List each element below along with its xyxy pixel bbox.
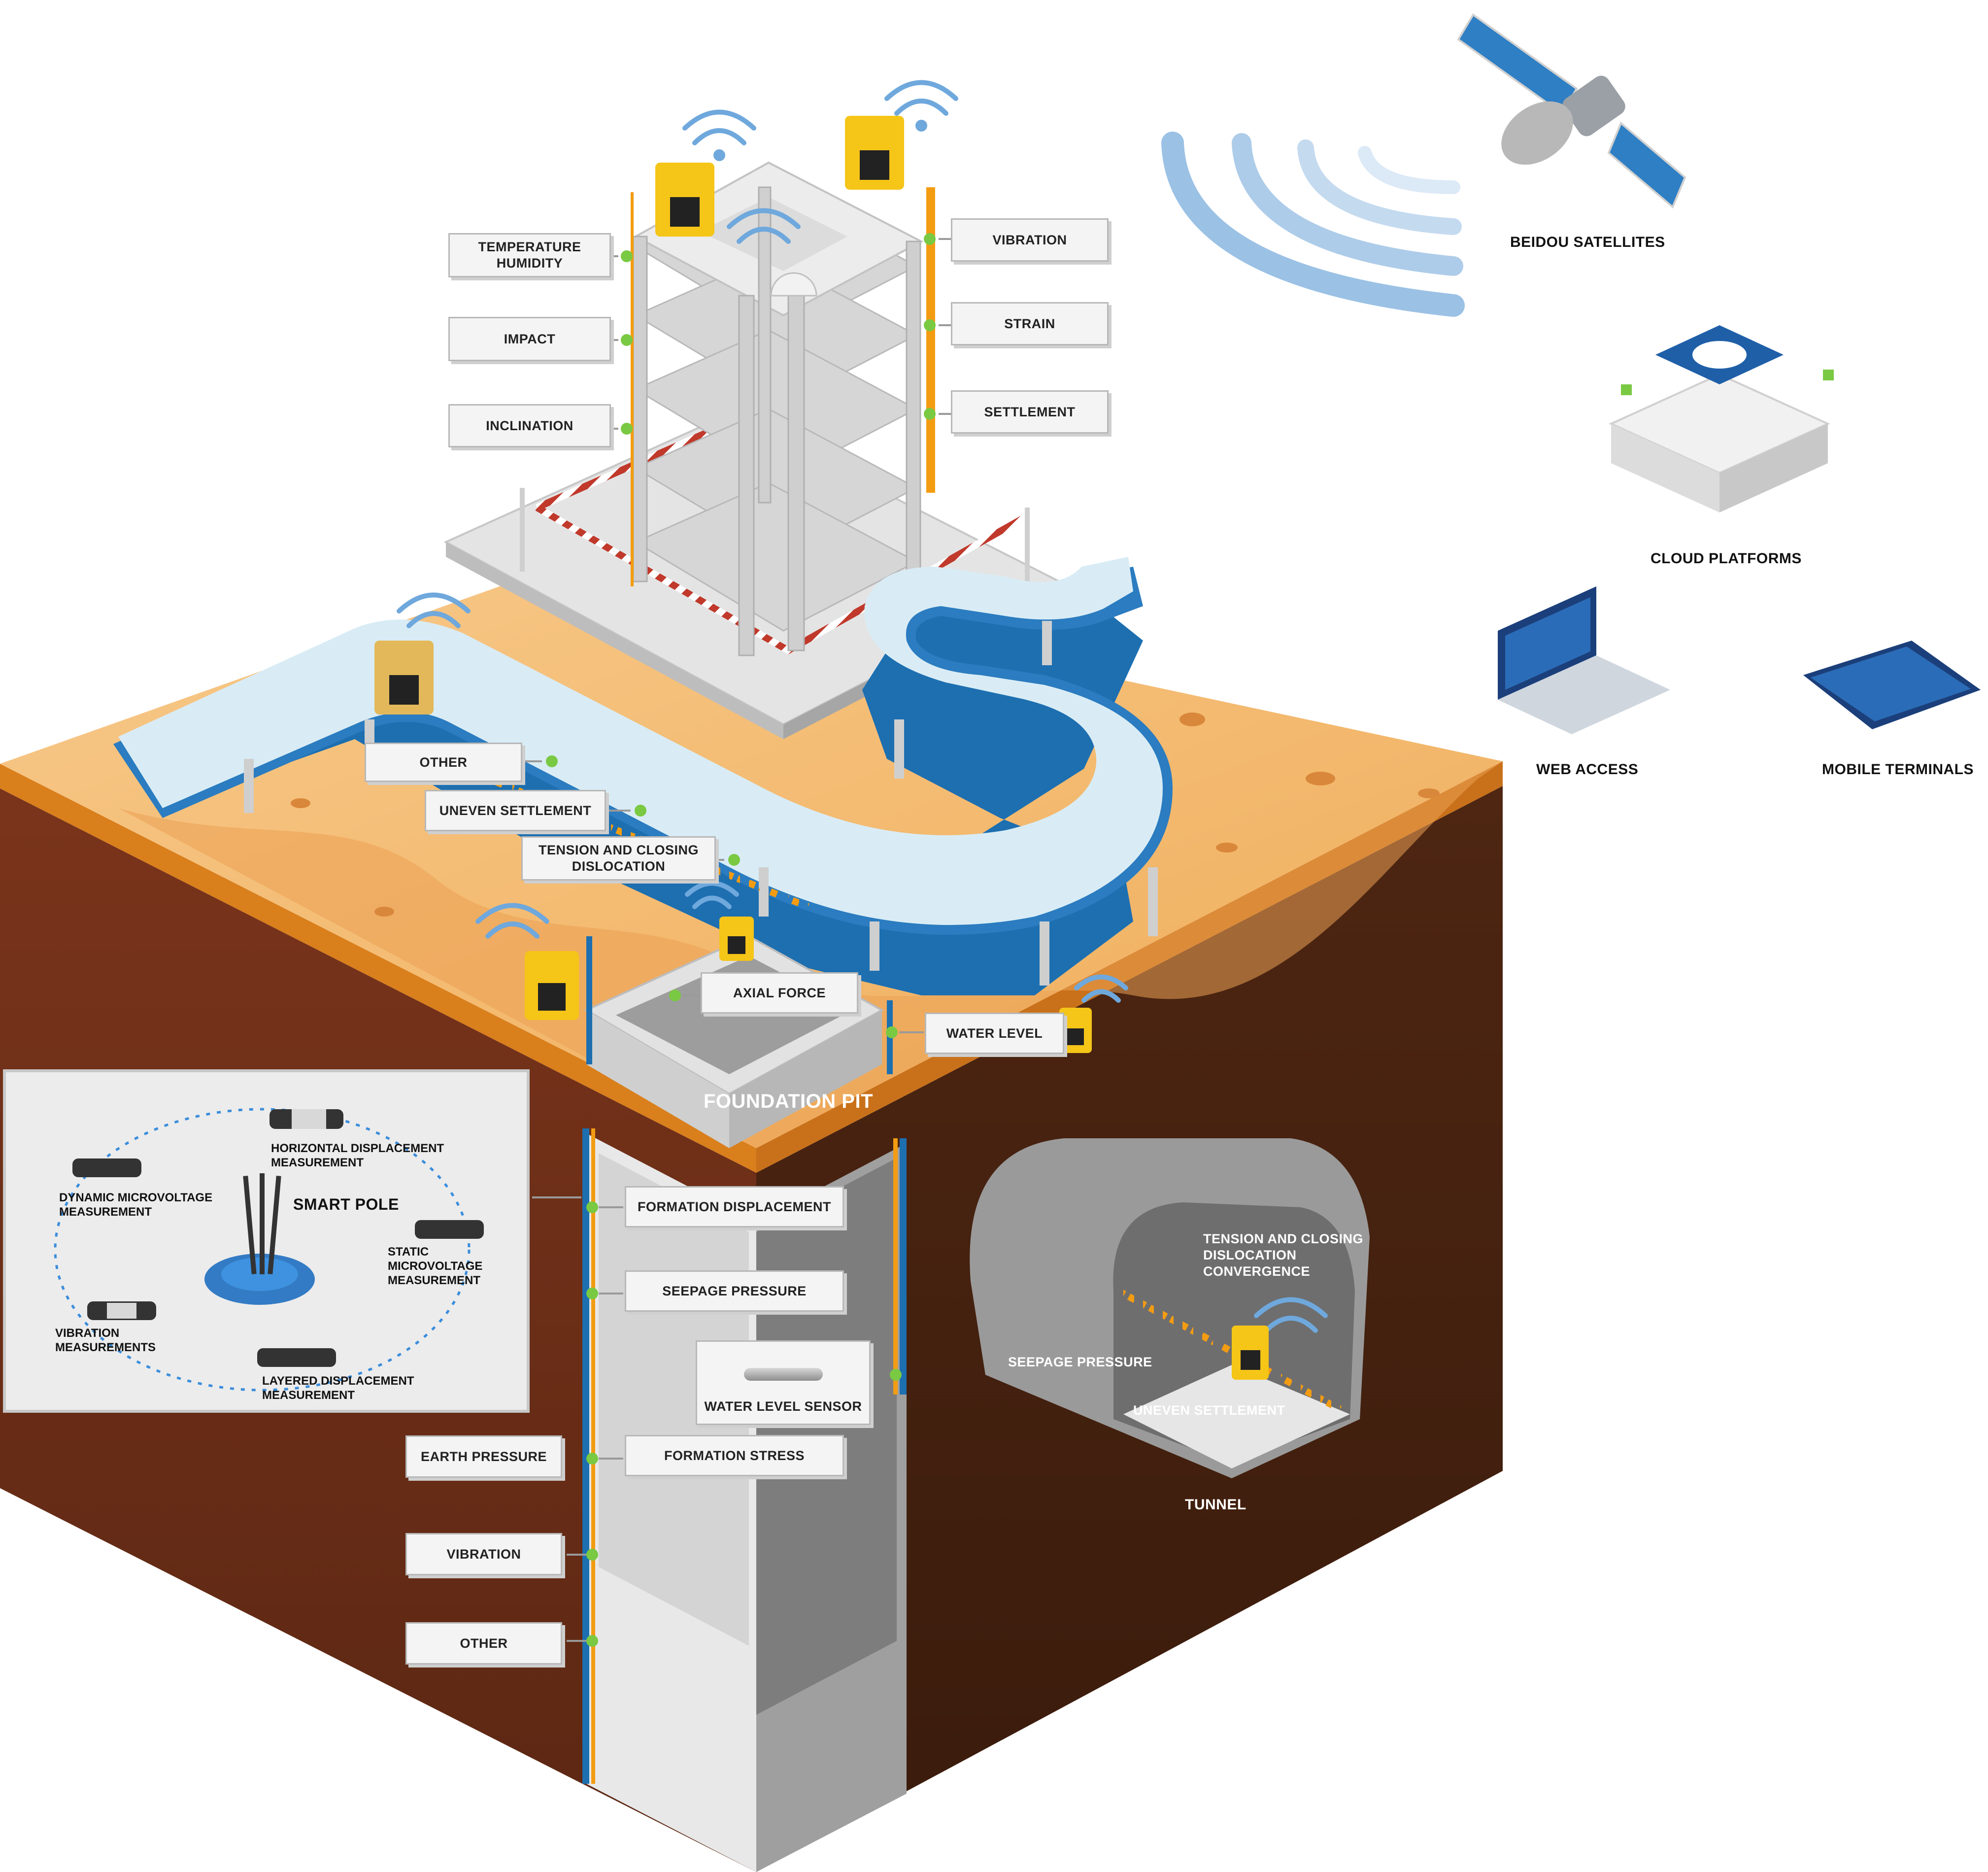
label-vibration-underground: VIBRATION bbox=[405, 1533, 562, 1575]
water-level-sensor-icon bbox=[743, 1368, 823, 1381]
label-strain: STRAIN bbox=[951, 302, 1109, 345]
sensor-node bbox=[546, 233, 936, 1647]
label-water-level-sensor: WATER LEVEL SENSOR bbox=[696, 1340, 871, 1425]
smart-pole-horizontal-displacement: HORIZONTAL DISPLACEMENT MEASUREMENT bbox=[271, 1142, 444, 1169]
satellite-icon bbox=[1457, 13, 1686, 209]
label-uneven-settlement: UNEVEN SETTLEMENT bbox=[425, 790, 606, 831]
smart-pole-static-microvoltage: STATIC MICROVOLTAGE MEASUREMENT bbox=[388, 1245, 483, 1287]
laptop-icon bbox=[1498, 586, 1670, 734]
smart-pole-vibration-measurements: VIBRATION MEASUREMENTS bbox=[55, 1327, 156, 1354]
label-axial-force: AXIAL FORCE bbox=[701, 972, 858, 1014]
smart-pole-layered-displacement: LAYERED DISPLACEMENT MEASUREMENT bbox=[262, 1374, 414, 1402]
smart-pole-title: SMART POLE bbox=[293, 1195, 399, 1213]
tunnel bbox=[970, 1138, 1370, 1478]
mobile-terminals-label: MOBILE TERMINALS bbox=[1822, 761, 1974, 778]
label-settlement: SETTLEMENT bbox=[951, 390, 1109, 434]
smart-pole-dynamic-microvoltage: DYNAMIC MICROVOLTAGE MEASUREMENT bbox=[59, 1191, 213, 1219]
tunnel-tension-closing-convergence: TENSION AND CLOSING DISLOCATION CONVERGE… bbox=[1203, 1231, 1364, 1279]
label-connector bbox=[522, 238, 951, 1642]
tunnel-uneven-settlement: UNEVEN SETTLEMENT bbox=[1133, 1403, 1285, 1418]
label-inclination: INCLINATION bbox=[448, 404, 611, 447]
label-other-underground: OTHER bbox=[405, 1622, 562, 1665]
web-access-label: WEB ACCESS bbox=[1536, 761, 1639, 778]
tablet-icon bbox=[1803, 641, 1981, 729]
beidou-satellites-label: BEIDOU SATELLITES bbox=[1510, 234, 1665, 250]
label-water-level: WATER LEVEL bbox=[925, 1013, 1064, 1054]
sensor-strip bbox=[893, 1138, 899, 1395]
sensor-strip bbox=[926, 187, 935, 493]
sensor-device-icon bbox=[374, 116, 1269, 1380]
foundation-pit-title: FOUNDATION PIT bbox=[704, 1090, 874, 1112]
cloud-server-icon bbox=[1609, 325, 1834, 512]
tunnel-title: TUNNEL bbox=[1185, 1497, 1247, 1513]
tunnel-seepage-pressure: SEEPAGE PRESSURE bbox=[1008, 1355, 1152, 1369]
wifi-icon bbox=[397, 80, 1328, 1333]
cloud-platforms-label: CLOUD PLATFORMS bbox=[1651, 550, 1802, 567]
water-level-sensor-label: WATER LEVEL SENSOR bbox=[704, 1399, 862, 1414]
label-formation-displacement: FORMATION DISPLACEMENT bbox=[625, 1186, 844, 1227]
label-temperature-humidity: TEMPERATURE HUMIDITY bbox=[448, 233, 611, 277]
label-vibration: VIBRATION bbox=[951, 218, 1109, 262]
label-formation-stress: FORMATION STRESS bbox=[625, 1435, 844, 1476]
label-other: OTHER bbox=[365, 743, 522, 782]
label-tension-closing-dislocation: TENSION AND CLOSING DISLOCATION bbox=[521, 836, 716, 881]
label-seepage-pressure: SEEPAGE PRESSURE bbox=[625, 1270, 844, 1312]
smart-pole-diagram bbox=[54, 1108, 484, 1392]
signal-waves bbox=[1161, 132, 1465, 317]
smart-pole-panel: SMART POLE HORIZONTAL DISPLACEMENT MEASU… bbox=[3, 1069, 530, 1413]
label-impact: IMPACT bbox=[448, 317, 611, 361]
label-earth-pressure: EARTH PRESSURE bbox=[405, 1435, 562, 1478]
sensor-strip bbox=[625, 192, 634, 586]
